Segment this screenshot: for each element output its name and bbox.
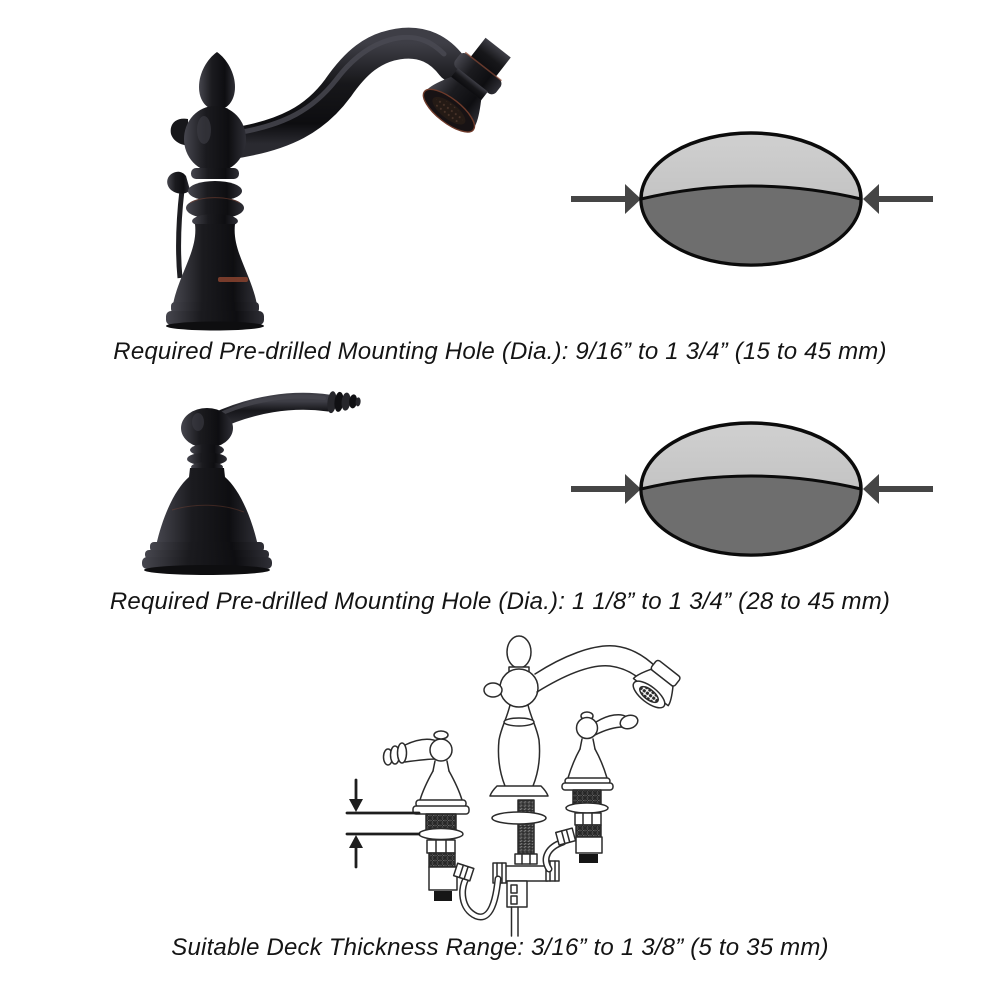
mounting-hole-diagram-1	[563, 118, 943, 280]
left-arrow-icon	[571, 474, 641, 504]
lever-ribbed-tip	[327, 391, 361, 414]
mounting-bracket	[506, 880, 528, 908]
left-arrow-icon	[571, 184, 641, 214]
handle-bell-base	[142, 468, 272, 575]
handle-ball	[181, 408, 233, 448]
supply-inlet	[434, 891, 452, 901]
lever-arm	[205, 391, 361, 431]
aerator	[434, 99, 463, 123]
finial	[506, 635, 532, 669]
hole-ellipse	[639, 131, 863, 267]
left-handle-fixture	[382, 730, 475, 901]
lever-handle	[575, 711, 639, 740]
right-arrow-icon	[863, 474, 933, 504]
up-arrow-icon	[349, 835, 363, 848]
column-rings	[186, 168, 244, 228]
down-arrow-icon	[349, 799, 363, 812]
caption-spout-hole: Required Pre-drilled Mounting Hole (Dia.…	[113, 338, 887, 365]
bell-base	[166, 224, 264, 331]
supply-inlet	[579, 854, 598, 863]
spray-head	[422, 37, 511, 133]
hole-ellipse	[639, 421, 863, 557]
body-ball	[184, 106, 246, 172]
right-arrow-icon	[863, 184, 933, 214]
spout-arm	[212, 27, 468, 160]
faucet-spout-illustration	[166, 27, 511, 331]
caption-handle-hole: Required Pre-drilled Mounting Hole (Dia.…	[109, 588, 891, 615]
faucet-handle-photo	[112, 380, 392, 584]
spray-head	[632, 659, 681, 709]
faucet-installation-line-drawing	[335, 628, 695, 940]
side-lever-rod	[167, 171, 190, 279]
caption-deck-thickness: Suitable Deck Thickness Range: 3/16” to …	[171, 934, 829, 961]
brand-mark	[218, 277, 248, 282]
threaded-rod	[517, 799, 535, 855]
deck-washer	[491, 811, 547, 825]
center-spout-fixture	[483, 635, 681, 825]
mounting-hole-diagram-2	[563, 408, 943, 570]
right-handle-fixture	[555, 711, 639, 863]
lever-handle	[382, 730, 453, 766]
faucet-spout-photo	[118, 4, 513, 336]
deck-thickness-dimension	[345, 778, 421, 869]
